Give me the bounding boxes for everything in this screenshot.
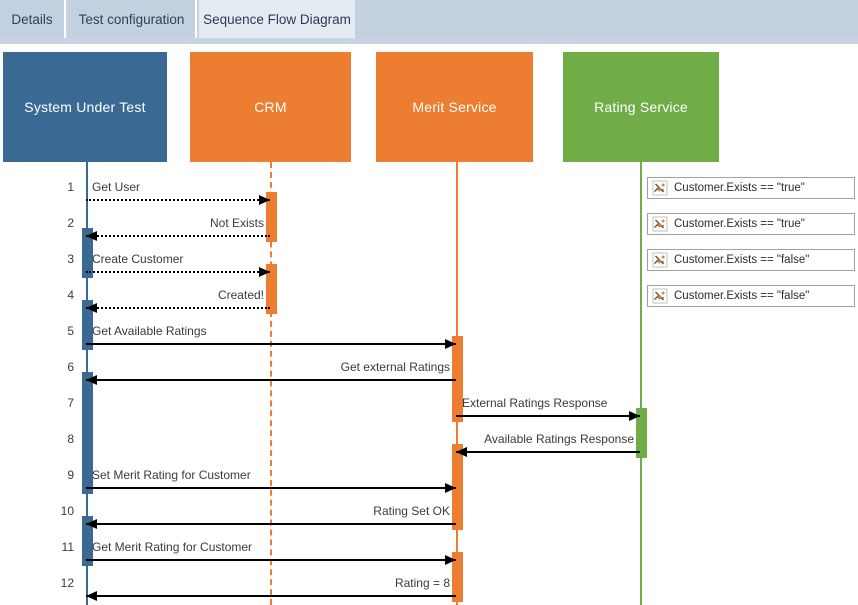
message-number: 5	[67, 324, 74, 338]
rule-expression-icon	[652, 216, 668, 232]
message-number: 10	[60, 504, 74, 518]
message-number: 4	[67, 288, 74, 302]
activation-bar-merit[interactable]	[452, 336, 463, 422]
message-label-3: Create Customer	[92, 252, 184, 266]
message-label-11: Get Merit Rating for Customer	[92, 540, 253, 554]
message-label-6: Get external Ratings	[340, 360, 450, 374]
lifeline-crm	[270, 162, 272, 605]
expression-text: Customer.Exists == "false"	[674, 254, 810, 266]
activation-bar-merit[interactable]	[452, 552, 463, 602]
arrowhead-1	[259, 195, 270, 205]
message-number: 1	[67, 180, 74, 194]
participant-header-merit[interactable]: Merit Service	[376, 52, 533, 162]
participant-label: CRM	[254, 99, 287, 115]
message-label-2: Not Exists	[209, 216, 264, 230]
message-label-10: Rating Set OK	[373, 504, 450, 518]
message-number: 9	[67, 468, 74, 482]
tab-bar: Details Test configuration Sequence Flow…	[0, 0, 858, 44]
expression-text: Customer.Exists == "false"	[674, 290, 810, 302]
arrowhead-8	[456, 447, 467, 457]
arrowhead-7	[629, 411, 640, 421]
activation-bar-rating[interactable]	[636, 408, 647, 458]
sequence-diagram-canvas: 1 Get User 2 Not Exists 3 Create Customer 4 Cre…	[0, 44, 858, 605]
message-number: 11	[61, 540, 74, 554]
expression-text: Customer.Exists == "true"	[674, 218, 805, 230]
message-arrow-9[interactable]	[86, 487, 456, 489]
activation-bar-crm[interactable]	[266, 192, 277, 242]
message-label-8: Available Ratings Response	[484, 432, 634, 446]
arrowhead-3	[259, 267, 270, 277]
message-number: 8	[67, 432, 74, 446]
activation-bar-sut[interactable]	[82, 516, 93, 566]
message-arrow-6[interactable]	[86, 379, 456, 381]
message-arrow-10[interactable]	[86, 523, 456, 525]
message-arrow-12[interactable]	[86, 595, 456, 597]
message-arrow-8[interactable]	[456, 451, 640, 453]
message-label-7: External Ratings Response	[462, 396, 608, 410]
message-label-4: Created!	[217, 288, 264, 302]
activation-bar-sut[interactable]	[82, 300, 93, 350]
participant-header-sut[interactable]: System Under Test	[3, 52, 167, 162]
participant-label: Rating Service	[594, 99, 688, 115]
rule-expression-icon	[652, 288, 668, 304]
message-number: 3	[67, 252, 74, 266]
activation-bar-sut[interactable]	[82, 372, 93, 494]
message-label-9: Set Merit Rating for Customer	[92, 468, 251, 482]
message-number: 6	[67, 360, 74, 374]
rule-expression-icon	[652, 252, 668, 268]
participant-header-crm[interactable]: CRM	[190, 52, 351, 162]
arrowhead-2	[86, 231, 97, 241]
message-number: 2	[67, 216, 74, 230]
message-arrow-5[interactable]	[86, 343, 456, 345]
expression-annotation[interactable]: Customer.Exists == "false"	[647, 249, 855, 271]
arrowhead-12	[86, 591, 97, 601]
message-label-1: Get User	[92, 180, 141, 194]
participant-label: Merit Service	[412, 99, 497, 115]
arrowhead-10	[86, 519, 97, 529]
tab-details-label: Details	[11, 11, 53, 27]
arrowhead-6	[86, 375, 97, 385]
message-arrow-1[interactable]	[86, 199, 270, 201]
tab-details[interactable]: Details	[0, 0, 66, 38]
tab-sequence-flow-diagram-label: Sequence Flow Diagram	[203, 11, 351, 27]
message-label-12: Rating = 8	[394, 576, 450, 590]
message-number: 12	[60, 576, 74, 590]
message-arrow-11[interactable]	[86, 559, 456, 561]
tab-test-configuration-label: Test configuration	[78, 11, 185, 27]
arrowhead-9	[445, 483, 456, 493]
activation-bar-crm[interactable]	[266, 264, 277, 314]
message-number: 7	[67, 396, 74, 410]
message-arrow-7[interactable]	[456, 415, 640, 417]
expression-text: Customer.Exists == "true"	[674, 182, 805, 194]
expression-annotation[interactable]: Customer.Exists == "true"	[647, 213, 855, 235]
expression-annotation[interactable]: Customer.Exists == "false"	[647, 285, 855, 307]
message-arrow-4[interactable]	[86, 307, 270, 309]
message-arrow-2[interactable]	[86, 235, 270, 237]
arrowhead-11	[445, 555, 456, 565]
participant-label: System Under Test	[24, 99, 146, 115]
lifeline-rating	[640, 162, 642, 605]
tab-sequence-flow-diagram[interactable]: Sequence Flow Diagram	[199, 0, 355, 38]
tab-bar-filler	[355, 0, 858, 38]
activation-bar-merit[interactable]	[452, 444, 463, 530]
message-arrow-3[interactable]	[86, 271, 270, 273]
participant-header-rating[interactable]: Rating Service	[563, 52, 719, 162]
arrowhead-5	[445, 339, 456, 349]
tab-test-configuration[interactable]: Test configuration	[68, 0, 197, 38]
arrowhead-4	[86, 303, 97, 313]
tab-bar-underline	[0, 38, 858, 44]
rule-expression-icon	[652, 180, 668, 196]
activation-bar-sut[interactable]	[82, 228, 93, 278]
expression-annotation[interactable]: Customer.Exists == "true"	[647, 177, 855, 199]
message-label-5: Get Available Ratings	[92, 324, 207, 338]
